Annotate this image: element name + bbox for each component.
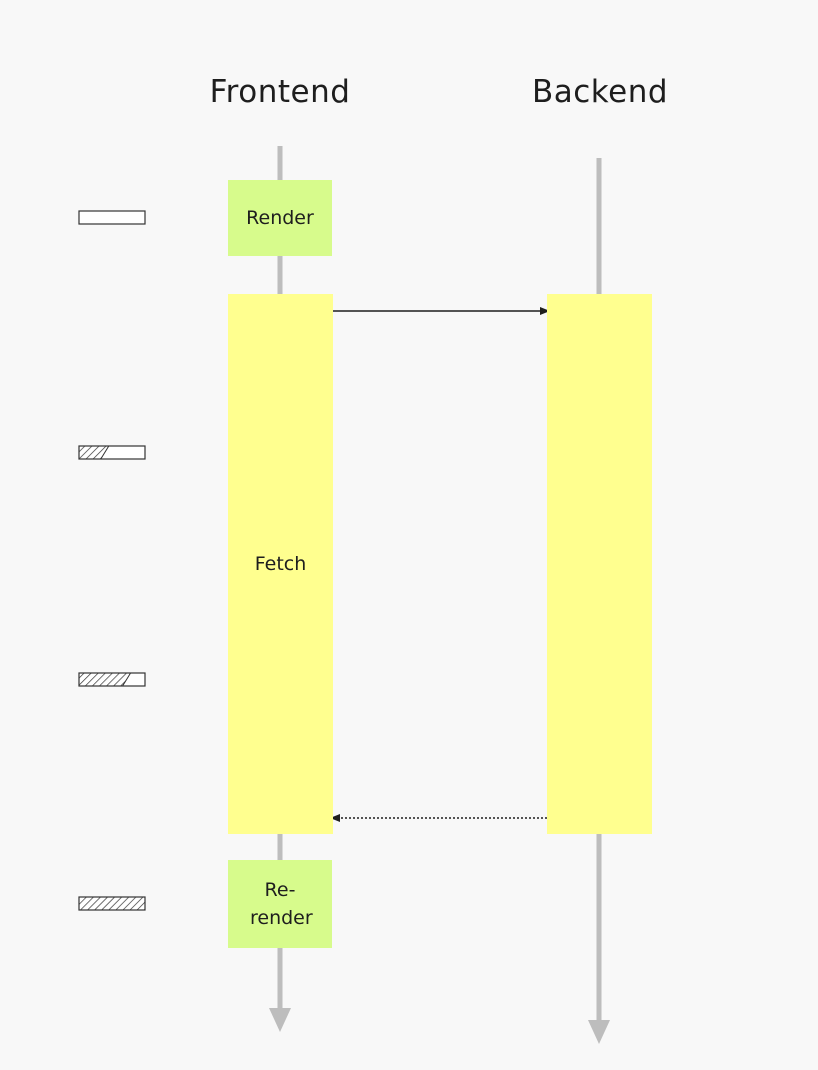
backend-processing-block xyxy=(547,294,652,834)
fetch-step: Fetch xyxy=(228,294,333,834)
frontend-lifeline-arrowhead xyxy=(269,1008,291,1032)
fetch-step-label: Fetch xyxy=(254,553,307,575)
render-step: Render xyxy=(228,180,332,256)
progress-indicator xyxy=(78,210,146,225)
progress-outline xyxy=(78,210,146,225)
progress-indicators xyxy=(78,210,146,911)
backend-lane-title: Backend xyxy=(531,74,669,110)
progress-indicator xyxy=(78,672,146,687)
rerender-step: Re-render xyxy=(228,860,332,948)
progress-indicator xyxy=(78,896,146,911)
rerender-step-label: Re-render xyxy=(250,879,313,929)
frontend-lane-title: Frontend xyxy=(209,74,351,110)
progress-outline xyxy=(78,445,146,460)
backend-lifeline-arrowhead xyxy=(588,1020,610,1044)
progress-indicator xyxy=(78,445,146,460)
render-step-label: Render xyxy=(246,207,314,229)
progress-outline xyxy=(78,672,146,687)
progress-fill xyxy=(78,672,132,687)
progress-fill xyxy=(78,896,146,911)
progress-outline xyxy=(78,896,146,911)
